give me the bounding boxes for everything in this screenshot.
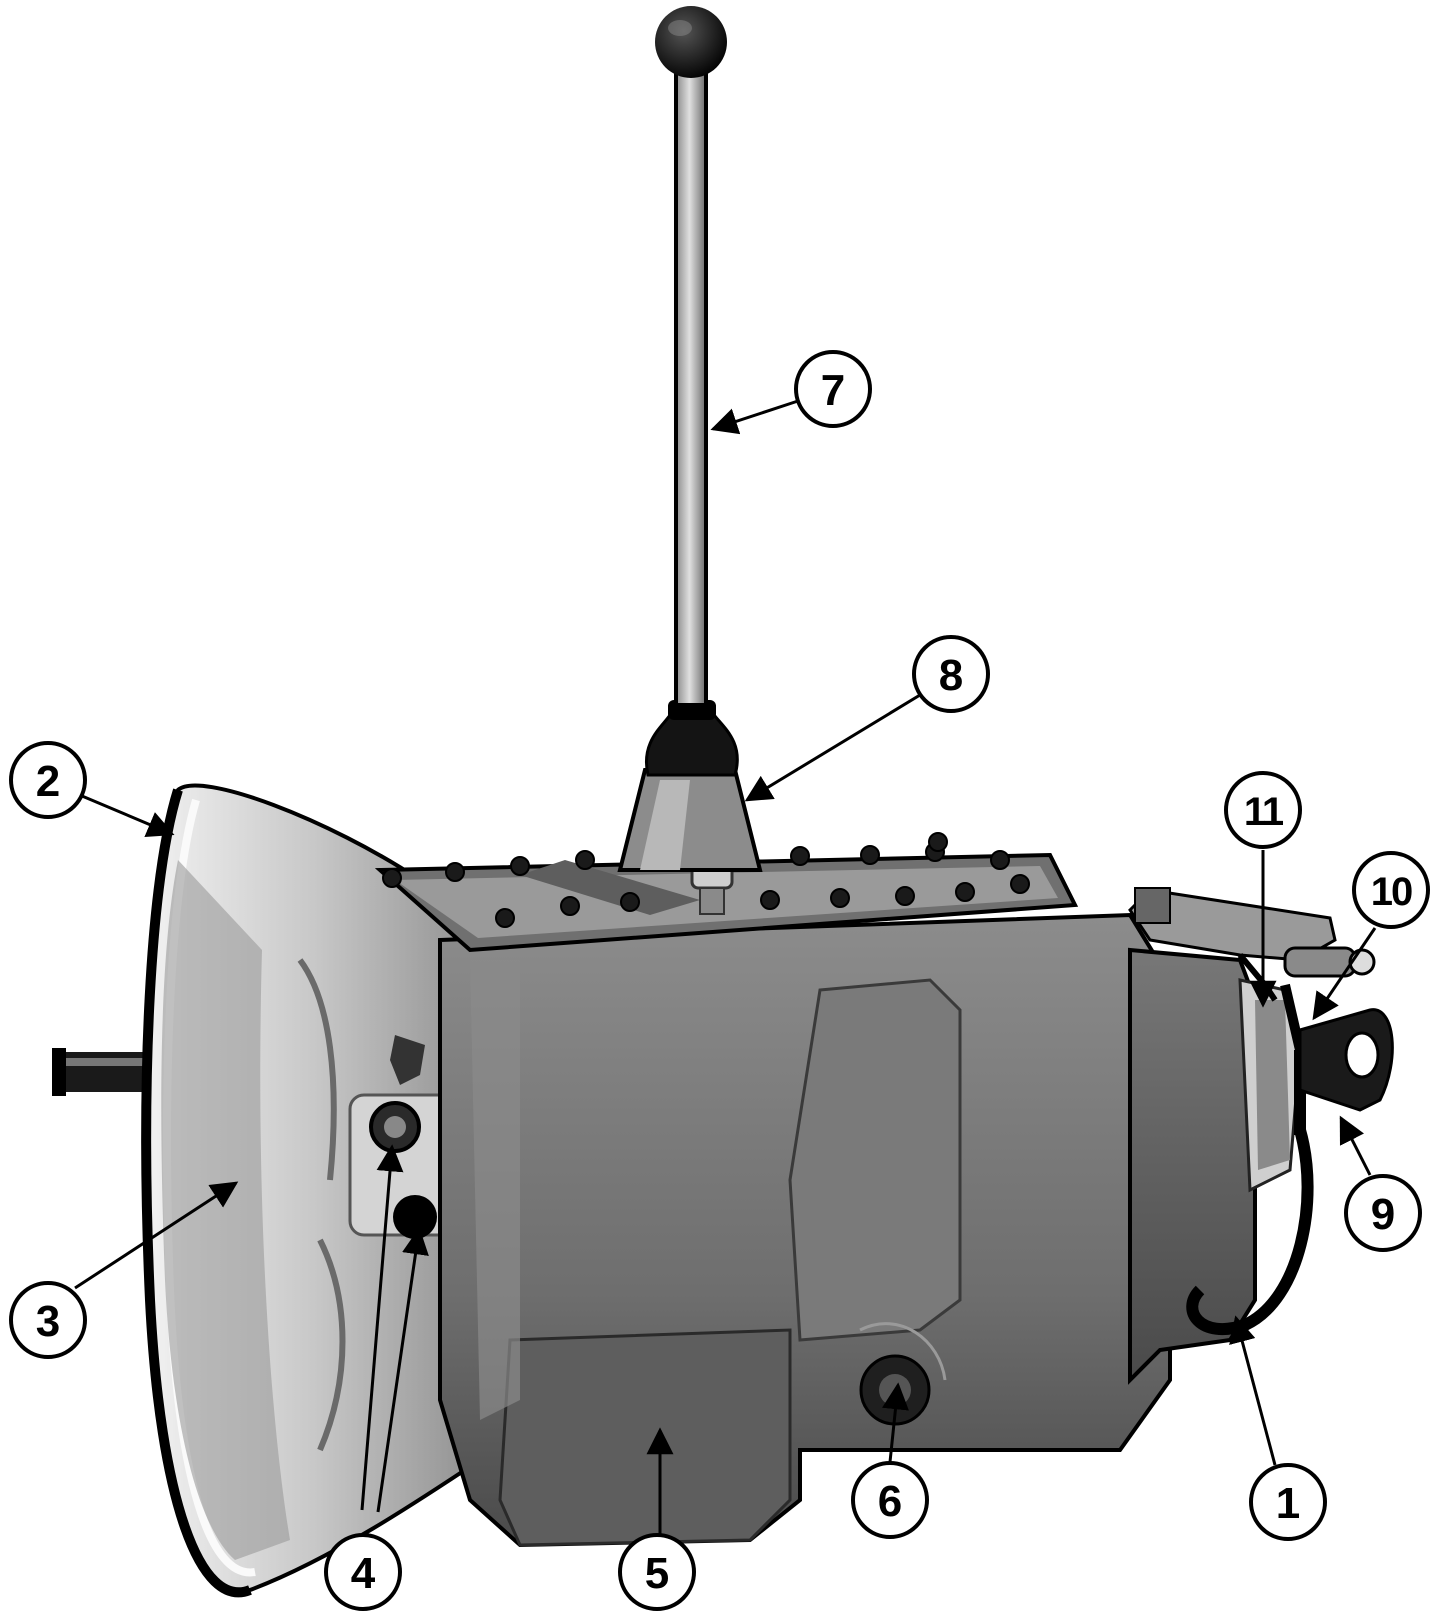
- callout-5-label: 5: [645, 1549, 669, 1598]
- callout-1: 1: [1249, 1463, 1327, 1541]
- callout-4-label: 4: [351, 1549, 376, 1598]
- cover-bolt: [510, 856, 530, 876]
- cover-bolt: [620, 892, 640, 912]
- cover-bolt: [760, 890, 780, 910]
- leader-6: [882, 1382, 909, 1463]
- callout-5: 5: [618, 1533, 696, 1611]
- leader-2: [81, 794, 175, 837]
- leader-lines: [74, 399, 1377, 1535]
- cover-bolt: [830, 888, 850, 908]
- callout-6-label: 6: [878, 1477, 902, 1526]
- tail-bracket: [1128, 887, 1376, 1002]
- transmission-illustration: [52, 6, 1394, 1598]
- callout-7: 7: [794, 350, 872, 428]
- output-yoke: [1298, 1008, 1394, 1112]
- cover-bolts: [382, 832, 1030, 928]
- leader-8: [744, 693, 921, 802]
- tail-housing: [1128, 947, 1314, 1385]
- callout-4: 4: [324, 1533, 402, 1611]
- callout-11-label: 11: [1244, 790, 1284, 834]
- callout-9: 9: [1344, 1174, 1422, 1252]
- callout-2-label: 2: [36, 757, 60, 806]
- cover-bolt: [382, 868, 402, 888]
- leader-4a: [360, 1144, 404, 1511]
- cover-bolt: [560, 896, 580, 916]
- callout-3: 3: [9, 1281, 87, 1359]
- cover-bolt: [955, 882, 975, 902]
- callout-6: 6: [851, 1461, 929, 1539]
- leader-9: [1339, 1115, 1372, 1176]
- cover-bolt: [1010, 874, 1030, 894]
- callout-1-label: 1: [1276, 1479, 1300, 1528]
- leader-4b: [376, 1227, 429, 1513]
- cover-bolt: [990, 850, 1010, 870]
- callouts: 1 2 3 4 5 6 7 8: [9, 350, 1430, 1611]
- leader-1: [1229, 1315, 1277, 1466]
- callout-7-label: 7: [821, 366, 845, 415]
- cover-bolt: [928, 832, 948, 852]
- shift-boot: [644, 700, 739, 777]
- callout-10: 10: [1352, 851, 1430, 929]
- callout-2: 2: [9, 741, 87, 819]
- leader-10: [1312, 927, 1377, 1021]
- top-cover: [374, 852, 1079, 953]
- callout-3-label: 3: [36, 1297, 60, 1346]
- cover-bolt: [895, 886, 915, 906]
- cover-bolt: [790, 846, 810, 866]
- cover-bolt: [575, 850, 595, 870]
- cover-bolt: [860, 845, 880, 865]
- callout-10-label: 10: [1371, 870, 1412, 914]
- main-case: [438, 912, 1172, 1548]
- leader-3: [74, 1181, 239, 1290]
- shift-tower: [617, 768, 763, 872]
- callout-9-label: 9: [1371, 1190, 1395, 1239]
- callout-8: 8: [912, 635, 990, 713]
- callout-11: 11: [1224, 771, 1302, 849]
- cover-bolt: [495, 908, 515, 928]
- shift-lever: [674, 68, 708, 707]
- leader-7: [710, 399, 799, 435]
- cover-bolt: [445, 862, 465, 882]
- callout-8-label: 8: [939, 651, 963, 700]
- shift-knob: [655, 6, 727, 78]
